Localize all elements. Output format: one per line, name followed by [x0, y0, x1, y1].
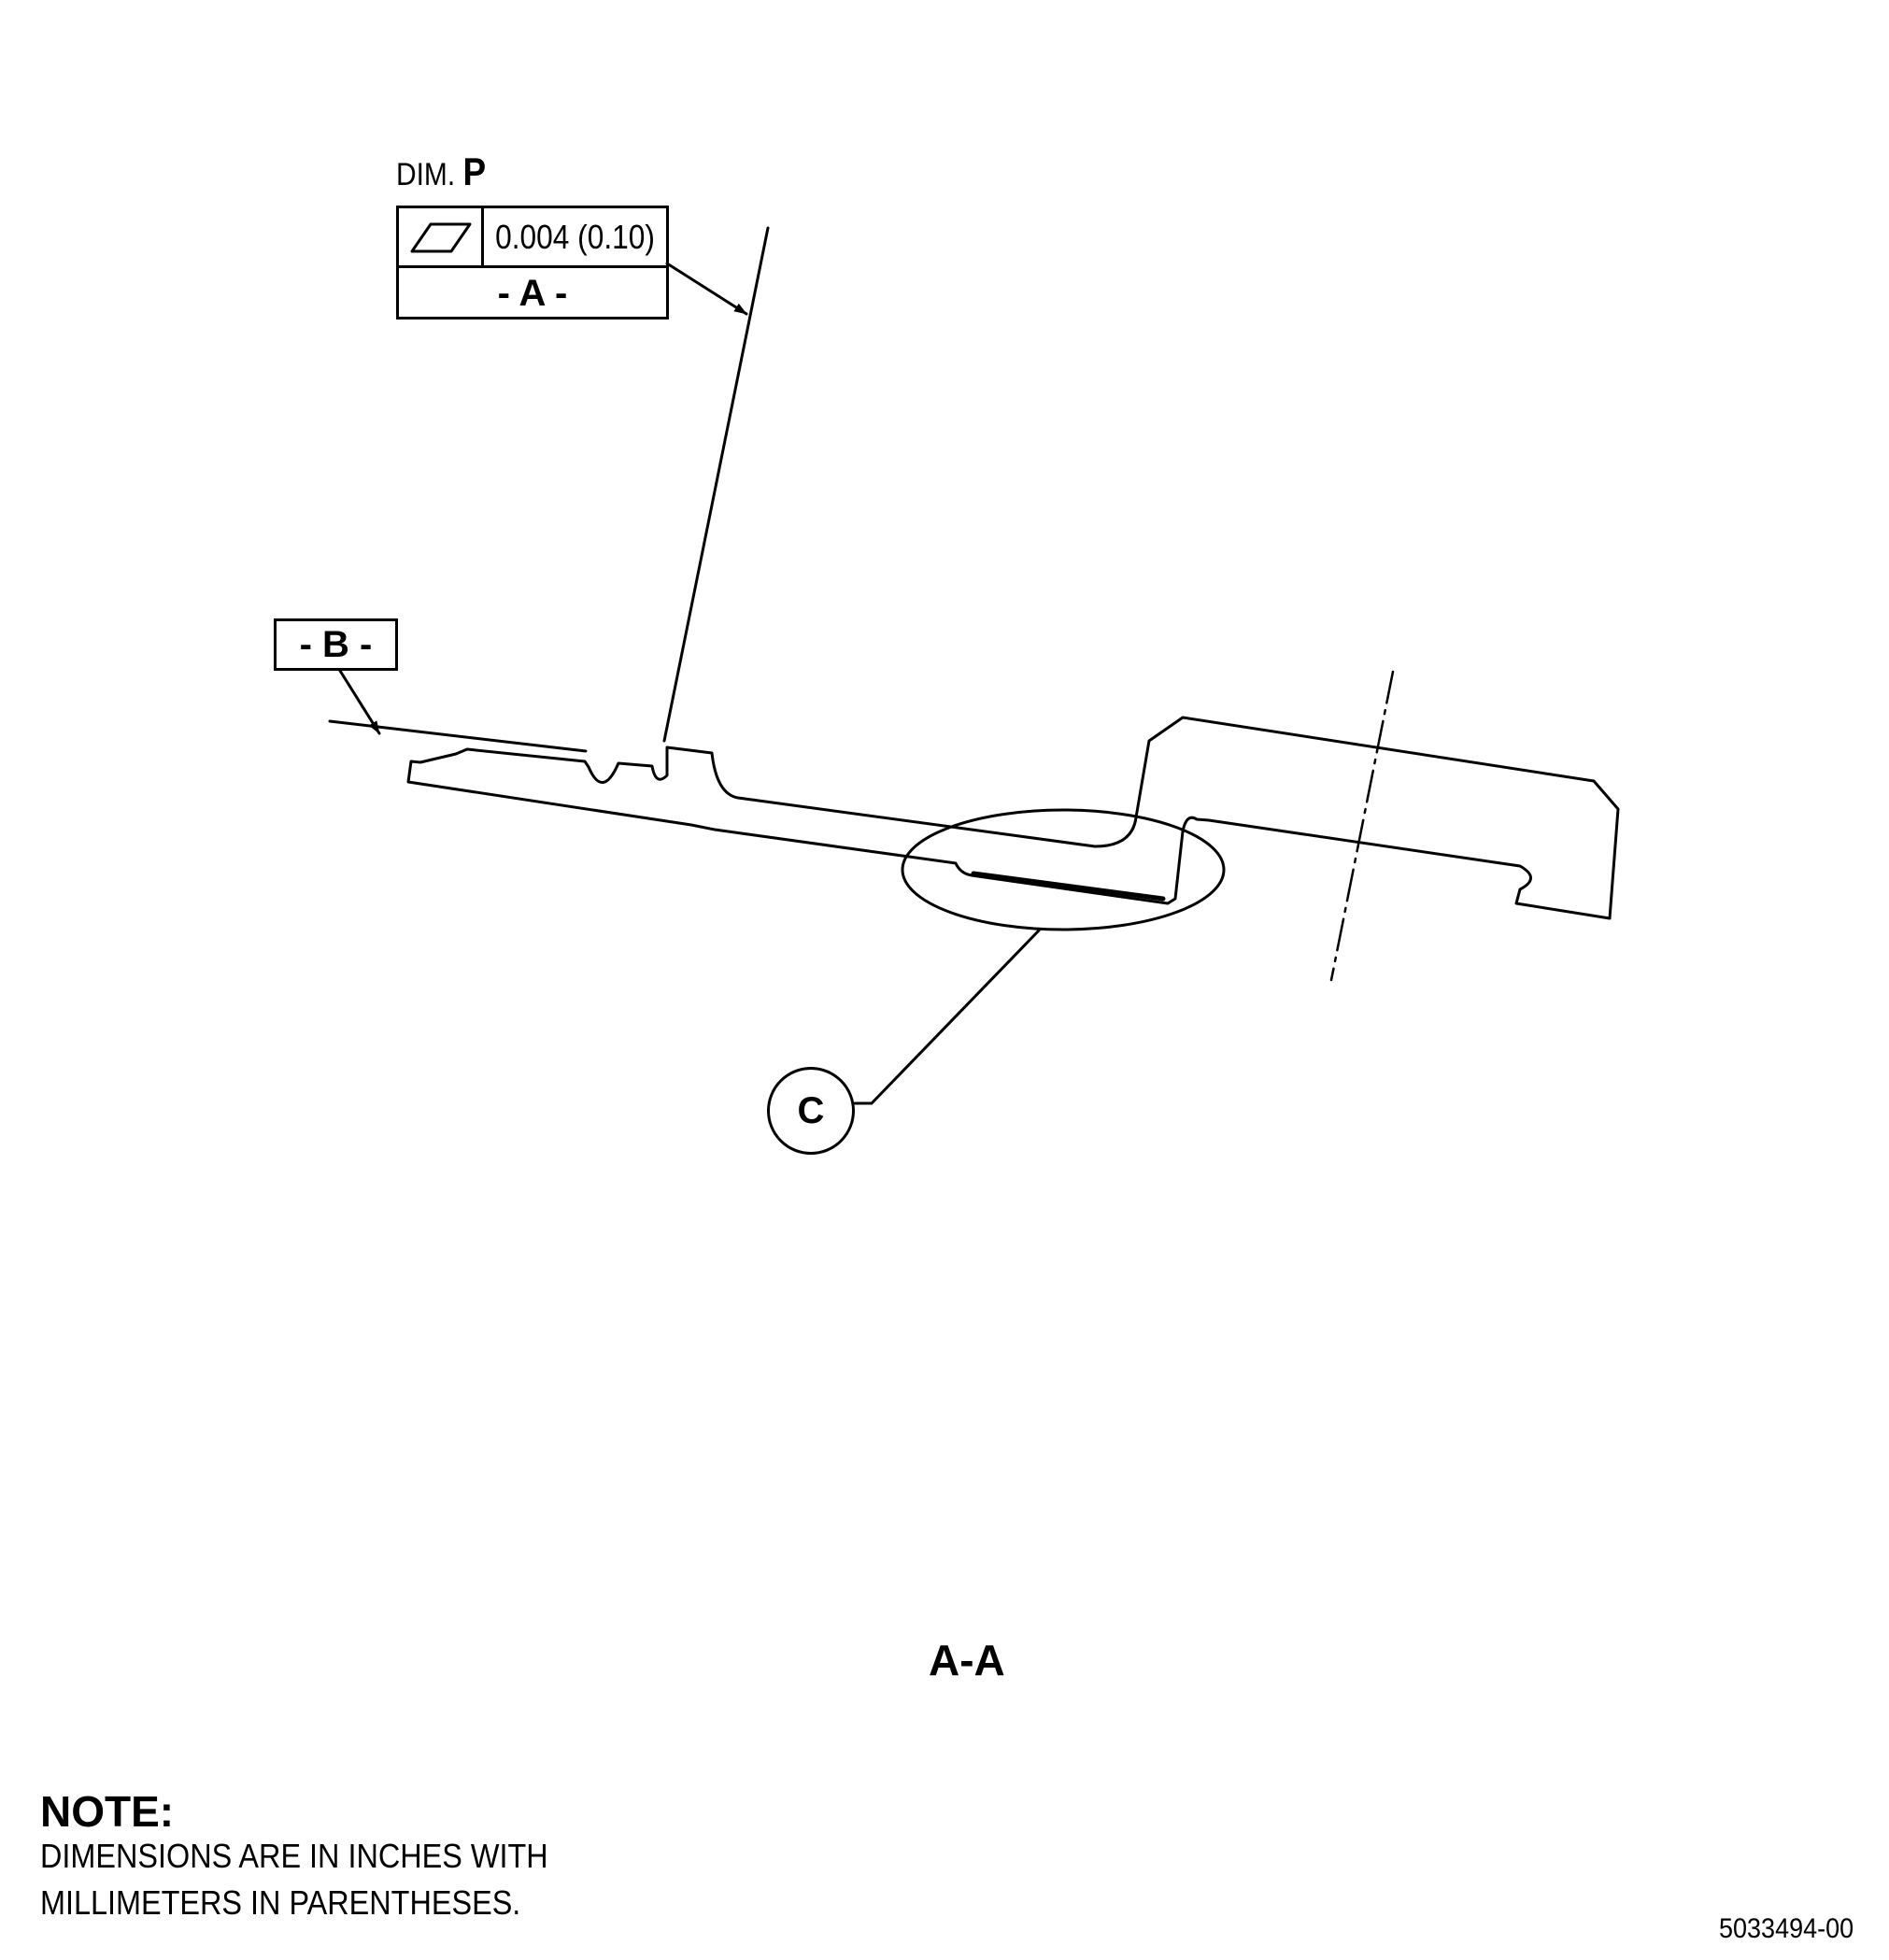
- datum-b-box: - B -: [274, 618, 398, 671]
- balloon-c-leader: [853, 929, 1041, 1105]
- note-line-1: DIMENSIONS ARE IN INCHES WITH: [40, 1837, 548, 1875]
- dim-label: DIM. P: [396, 149, 486, 194]
- note-title: NOTE:: [40, 1787, 175, 1836]
- feature-control-frame: 0.004 (0.10) - A -: [396, 206, 669, 320]
- dim-letter: P: [462, 149, 487, 193]
- dim-prefix: DIM.: [396, 157, 456, 192]
- datum-b-leader: [338, 669, 381, 735]
- fcf-datum: - A -: [497, 273, 568, 314]
- note-line-2: MILLIMETERS IN PARENTHESES.: [40, 1883, 521, 1922]
- fcf-top-row: 0.004 (0.10): [399, 208, 666, 268]
- flat-surface-highlight: [971, 871, 1166, 902]
- flatness-icon: [410, 222, 472, 253]
- fcf-tolerance: 0.004 (0.10): [495, 218, 655, 256]
- figure-number: 5033494-00: [1719, 1913, 1854, 1944]
- fcf-symbol-cell: [399, 208, 484, 265]
- detail-ellipse: [901, 808, 1226, 931]
- fcf-leader: [665, 262, 748, 316]
- centerline: [1329, 670, 1395, 982]
- detail-balloon-c: C: [767, 1067, 855, 1155]
- datum-a-line: [662, 226, 770, 743]
- part-outline: [406, 716, 1620, 920]
- datum-b-line: [328, 719, 588, 753]
- section-label: A-A: [929, 1636, 1005, 1684]
